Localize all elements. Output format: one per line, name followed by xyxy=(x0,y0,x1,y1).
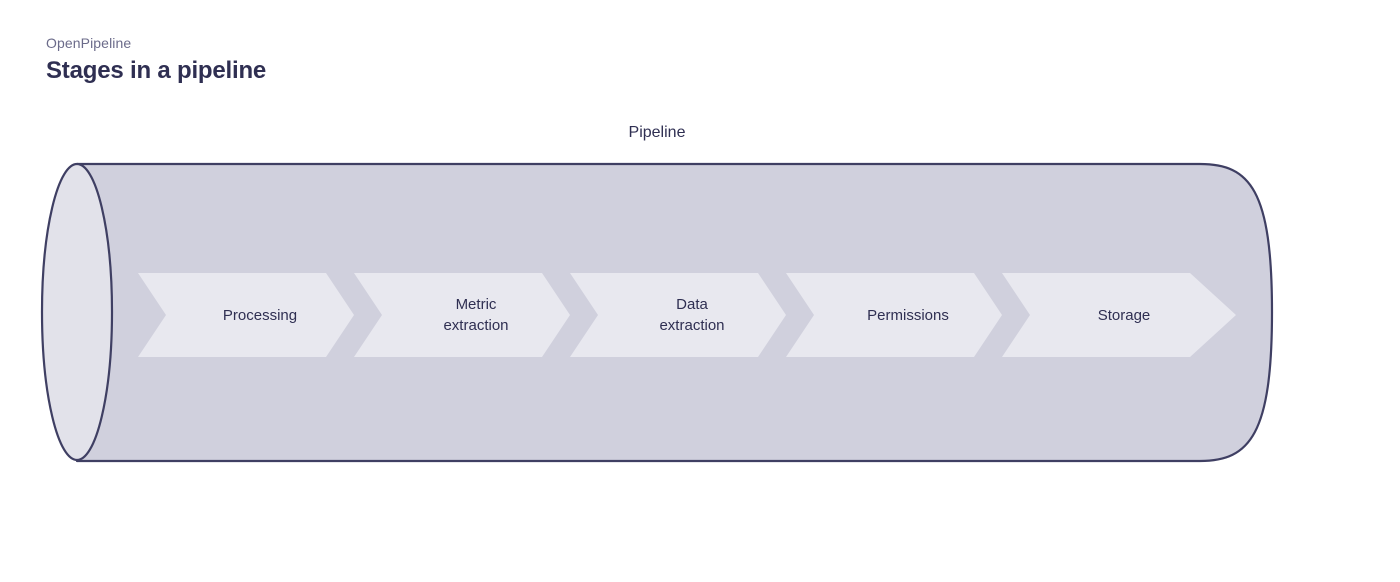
stage-chevrons xyxy=(138,273,1236,357)
stage-chevron-2[interactable] xyxy=(354,273,570,357)
stage-label-processing: Processing xyxy=(222,306,298,324)
stage-chevron-5[interactable] xyxy=(1002,273,1236,357)
stage-label-storage: Storage xyxy=(1097,306,1151,324)
stage-label-permissions: Permissions xyxy=(867,306,949,324)
stage-chevron-3[interactable] xyxy=(570,273,786,357)
cylinder-left-cap xyxy=(40,162,114,462)
stage-chevron-1[interactable] xyxy=(138,273,354,357)
breadcrumb-eyebrow: OpenPipeline xyxy=(46,35,132,51)
stage-label-data-extraction: Data extraction xyxy=(659,296,725,334)
stage-chevron-4[interactable] xyxy=(786,273,1002,357)
page-title: Stages in a pipeline xyxy=(46,57,267,84)
pipeline-container-label: Pipeline xyxy=(628,124,686,141)
page-header: OpenPipeline Stages in a pipeline xyxy=(46,34,746,86)
stage-label-metric-extraction: Metric extraction xyxy=(443,296,509,334)
